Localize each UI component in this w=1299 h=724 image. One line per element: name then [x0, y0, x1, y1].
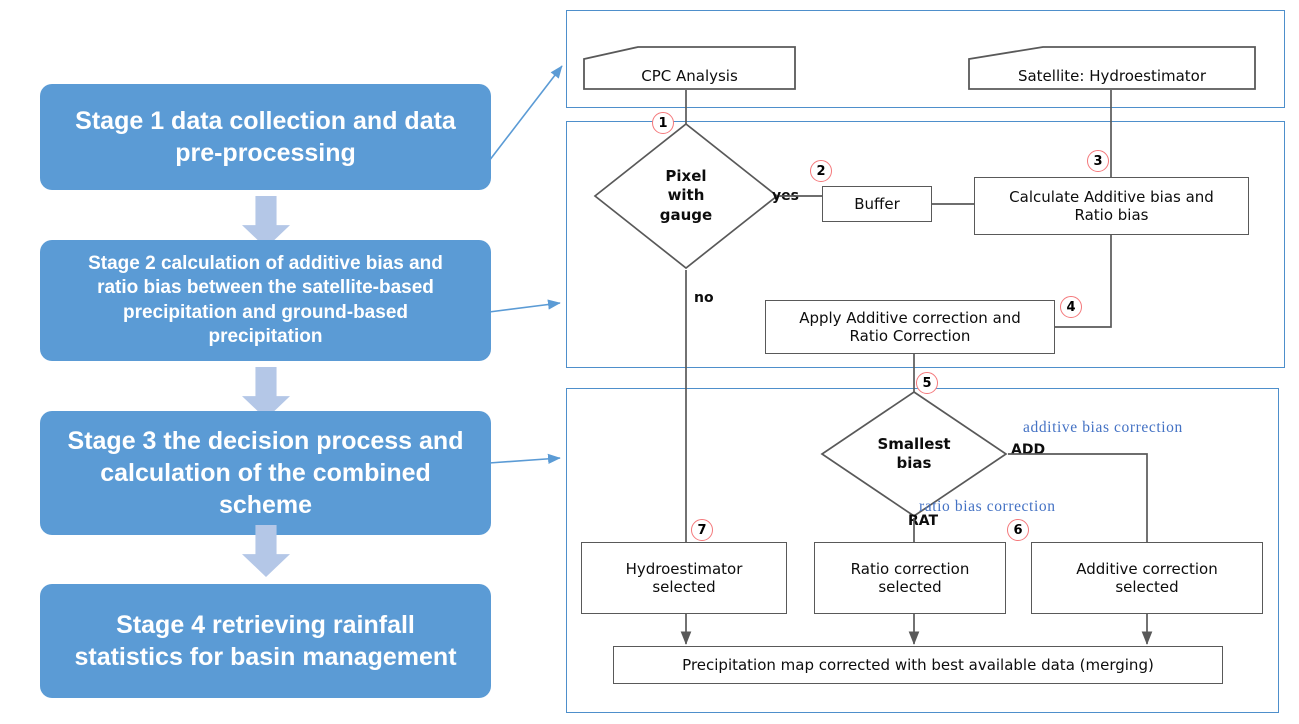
node-hydroestimator-selected-label: Hydroestimator selected [625, 559, 743, 596]
marker-4: 4 [1060, 296, 1082, 318]
marker-7: 7 [691, 519, 713, 541]
marker-1: 1 [652, 112, 674, 134]
decision-smallest-bias: Smallest bias [820, 390, 1008, 518]
node-ratio-correction-selected: Ratio correction selected [814, 542, 1006, 614]
diamond-shape-icon [820, 390, 1008, 518]
stage-box-1-label: Stage 1 data collection and data pre-pro… [75, 107, 456, 167]
node-calculate-bias: Calculate Additive bias and Ratio bias [974, 177, 1249, 235]
document-shape-icon [968, 46, 1256, 90]
stage-box-2: Stage 2 calculation of additive bias and… [40, 240, 491, 361]
node-apply-correction: Apply Additive correction and Ratio Corr… [765, 300, 1055, 354]
node-apply-correction-label: Apply Additive correction and Ratio Corr… [799, 308, 1021, 345]
edge-label-add: ADD [1011, 442, 1046, 458]
document-shape-icon [583, 46, 796, 90]
marker-6: 6 [1007, 519, 1029, 541]
node-additive-correction-selected: Additive correction selected [1031, 542, 1263, 614]
decision-pixel-with-gauge-label: Pixel with gauge [659, 166, 713, 224]
node-hydroestimator-selected: Hydroestimator selected [581, 542, 787, 614]
node-satellite-hydroestimator: Satellite: Hydroestimator [968, 46, 1256, 90]
node-additive-correction-selected-label: Additive correction selected [1076, 559, 1218, 596]
marker-5: 5 [916, 372, 938, 394]
stage-box-4: Stage 4 retrieving rainfall statistics f… [40, 584, 491, 698]
panel-stage-2 [566, 121, 1285, 368]
node-buffer-label: Buffer [854, 194, 900, 213]
node-cpc-analysis: CPC Analysis [583, 46, 796, 90]
node-satellite-label: Satellite: Hydroestimator [1017, 66, 1207, 85]
marker-2: 2 [810, 160, 832, 182]
decision-pixel-with-gauge: Pixel with gauge [593, 122, 779, 270]
node-cpc-analysis-label: CPC Analysis [641, 66, 738, 85]
edge-label-no: no [694, 290, 714, 306]
diamond-shape-icon [593, 122, 779, 270]
stage-box-3-label: Stage 3 the decision process and calcula… [67, 427, 464, 519]
marker-3: 3 [1087, 150, 1109, 172]
decision-smallest-bias-label: Smallest bias [877, 434, 951, 473]
node-precipitation-map-label: Precipitation map corrected with best av… [682, 655, 1154, 674]
stage-box-3: Stage 3 the decision process and calcula… [40, 411, 491, 535]
edge-label-rat: RAT [908, 513, 939, 529]
node-calculate-bias-label: Calculate Additive bias and Ratio bias [1009, 187, 1214, 224]
edge-label-yes: yes [772, 188, 799, 204]
stage-box-2-label: Stage 2 calculation of additive bias and… [88, 252, 443, 347]
annotation-ratio-bias-correction: ratio bias correction [919, 498, 1056, 515]
node-ratio-correction-selected-label: Ratio correction selected [850, 559, 970, 596]
stage-box-1: Stage 1 data collection and data pre-pro… [40, 84, 491, 190]
node-buffer: Buffer [822, 186, 932, 222]
node-precipitation-map: Precipitation map corrected with best av… [613, 646, 1223, 684]
panel-stage-1 [566, 10, 1285, 108]
annotation-additive-bias-correction: additive bias correction [1023, 419, 1183, 436]
stage-box-4-label: Stage 4 retrieving rainfall statistics f… [74, 611, 457, 671]
